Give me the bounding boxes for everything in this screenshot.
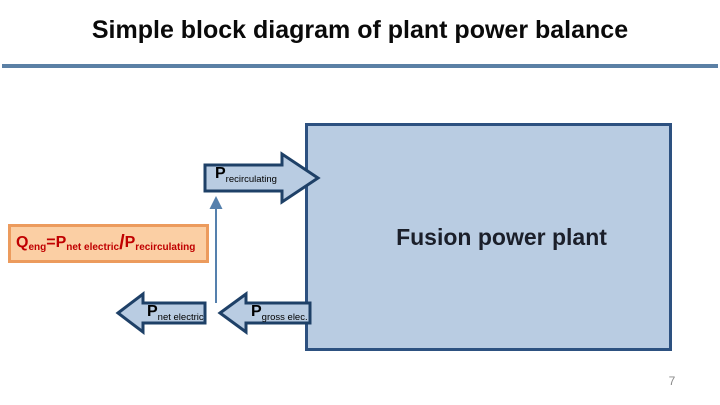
recirculation-flow-arrow	[209, 196, 223, 303]
p-recirculating-label: Precirculating	[215, 166, 277, 185]
formula-p-recirculating-subscript: recirculating	[135, 242, 196, 253]
formula-p-net: P	[55, 234, 67, 251]
formula-q: Q	[16, 234, 29, 251]
p-net-electric-label: Pnet electric	[147, 304, 204, 323]
p-net-electric-symbol: P	[147, 303, 158, 320]
p-recirculating-subscript: recirculating	[225, 174, 277, 185]
q-engineering-formula-box: Qeng=Pnet electric/Precirculating	[8, 224, 209, 263]
formula-p-net-subscript: net electric	[66, 242, 120, 253]
formula-equals: =	[46, 234, 56, 251]
fusion-power-plant-label: Fusion power plant	[396, 223, 607, 250]
p-gross-electric-subscript: gross elec.	[261, 312, 308, 323]
page-number: 7	[668, 374, 676, 388]
fusion-power-plant-box: Fusion power plant	[305, 123, 672, 351]
formula-q-subscript: eng	[28, 242, 47, 253]
p-gross-electric-label: Pgross elec.	[251, 304, 308, 323]
p-gross-electric-symbol: P	[251, 303, 262, 320]
formula-slash: /	[119, 232, 125, 254]
recirculation-flow-arrowhead	[209, 196, 223, 209]
p-recirculating-symbol: P	[215, 165, 226, 182]
formula-text: Qeng=Pnet electric/Precirculating	[16, 232, 195, 255]
formula-p-recirculating: P	[124, 234, 136, 251]
slide-title: Simple block diagram of plant power bala…	[91, 16, 629, 44]
title-underline	[2, 64, 718, 68]
p-net-electric-subscript: net electric	[157, 312, 204, 323]
